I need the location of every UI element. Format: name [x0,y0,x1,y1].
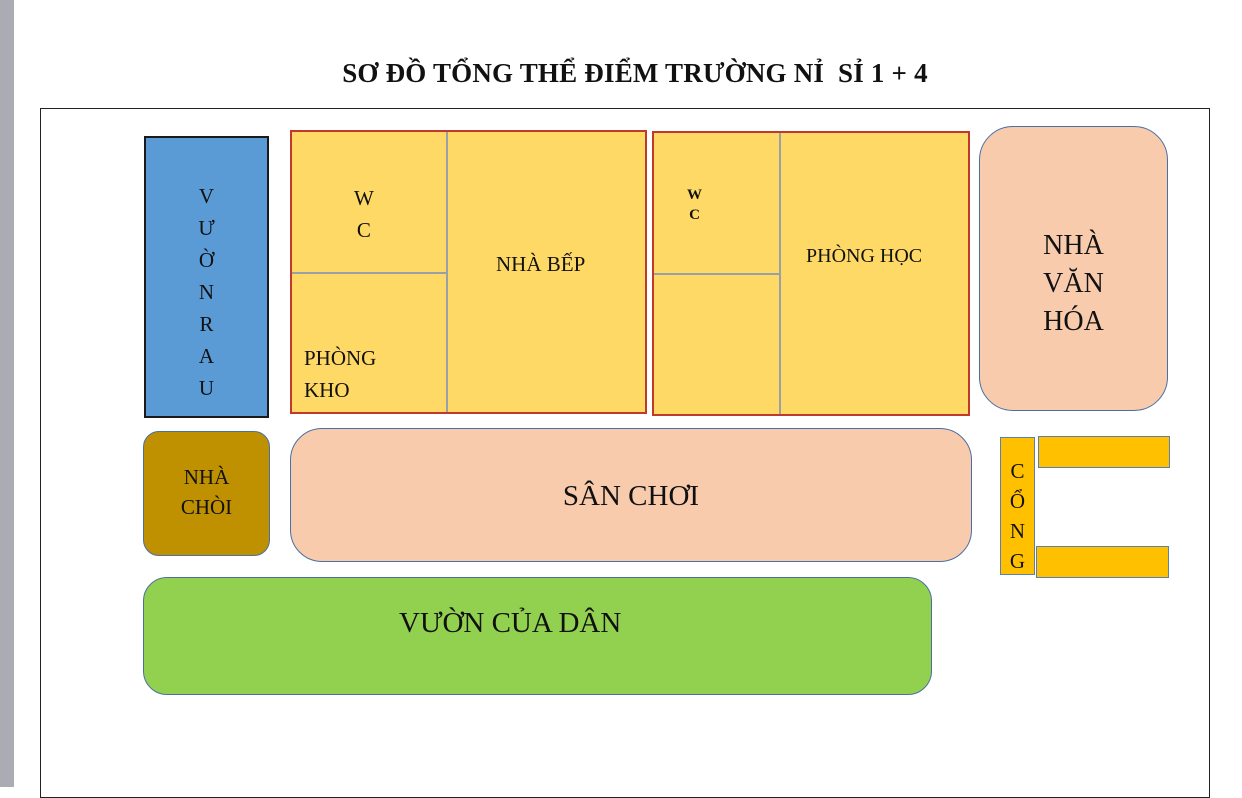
kitchen-divider-vertical [446,132,448,412]
culture-house-label: NHÀ VĂN HÓA [1043,230,1104,337]
kitchen-label: NHÀ BẾP [496,252,586,276]
wc-label-kitchen: W C [354,186,374,242]
residents-garden-label: VƯỜN CỦA DÂN [399,607,622,639]
classroom-building: W C PHÒNG HỌC [652,131,970,416]
gate-wing-bottom [1036,546,1169,578]
residents-garden-area: VƯỜN CỦA DÂN [143,577,932,695]
classroom-divider-vertical [779,133,781,414]
classroom-label: PHÒNG HỌC [806,245,923,267]
storage-room-label: PHÒNG KHO [304,346,377,402]
wc-label-classroom: W C [687,187,702,223]
classroom-divider-horizontal [654,273,779,275]
diagram-title: SƠ ĐỒ TỔNG THỂ ĐIỂM TRƯỜNG NỈ SỈ 1 + 4 [342,58,928,88]
vegetable-garden-area: V Ư Ờ N R A U [144,136,269,418]
culture-house-area: NHÀ VĂN HÓA [979,126,1168,411]
kitchen-divider-horizontal [292,272,446,274]
gate-area: C Ổ N G [1000,437,1035,575]
gate-wing-top [1038,436,1170,468]
hut-label: NHÀ CHÒI [180,465,233,519]
window-edge-strip [0,0,14,787]
hut-area: NHÀ CHÒI [143,431,270,556]
playground-label: SÂN CHƠI [562,480,700,512]
vegetable-garden-label: V Ư Ờ N R A U [198,184,215,400]
playground-area: SÂN CHƠI [290,428,972,562]
kitchen-building: W C PHÒNG KHO NHÀ BẾP [290,130,647,414]
gate-label: C Ổ N G [1009,459,1026,573]
